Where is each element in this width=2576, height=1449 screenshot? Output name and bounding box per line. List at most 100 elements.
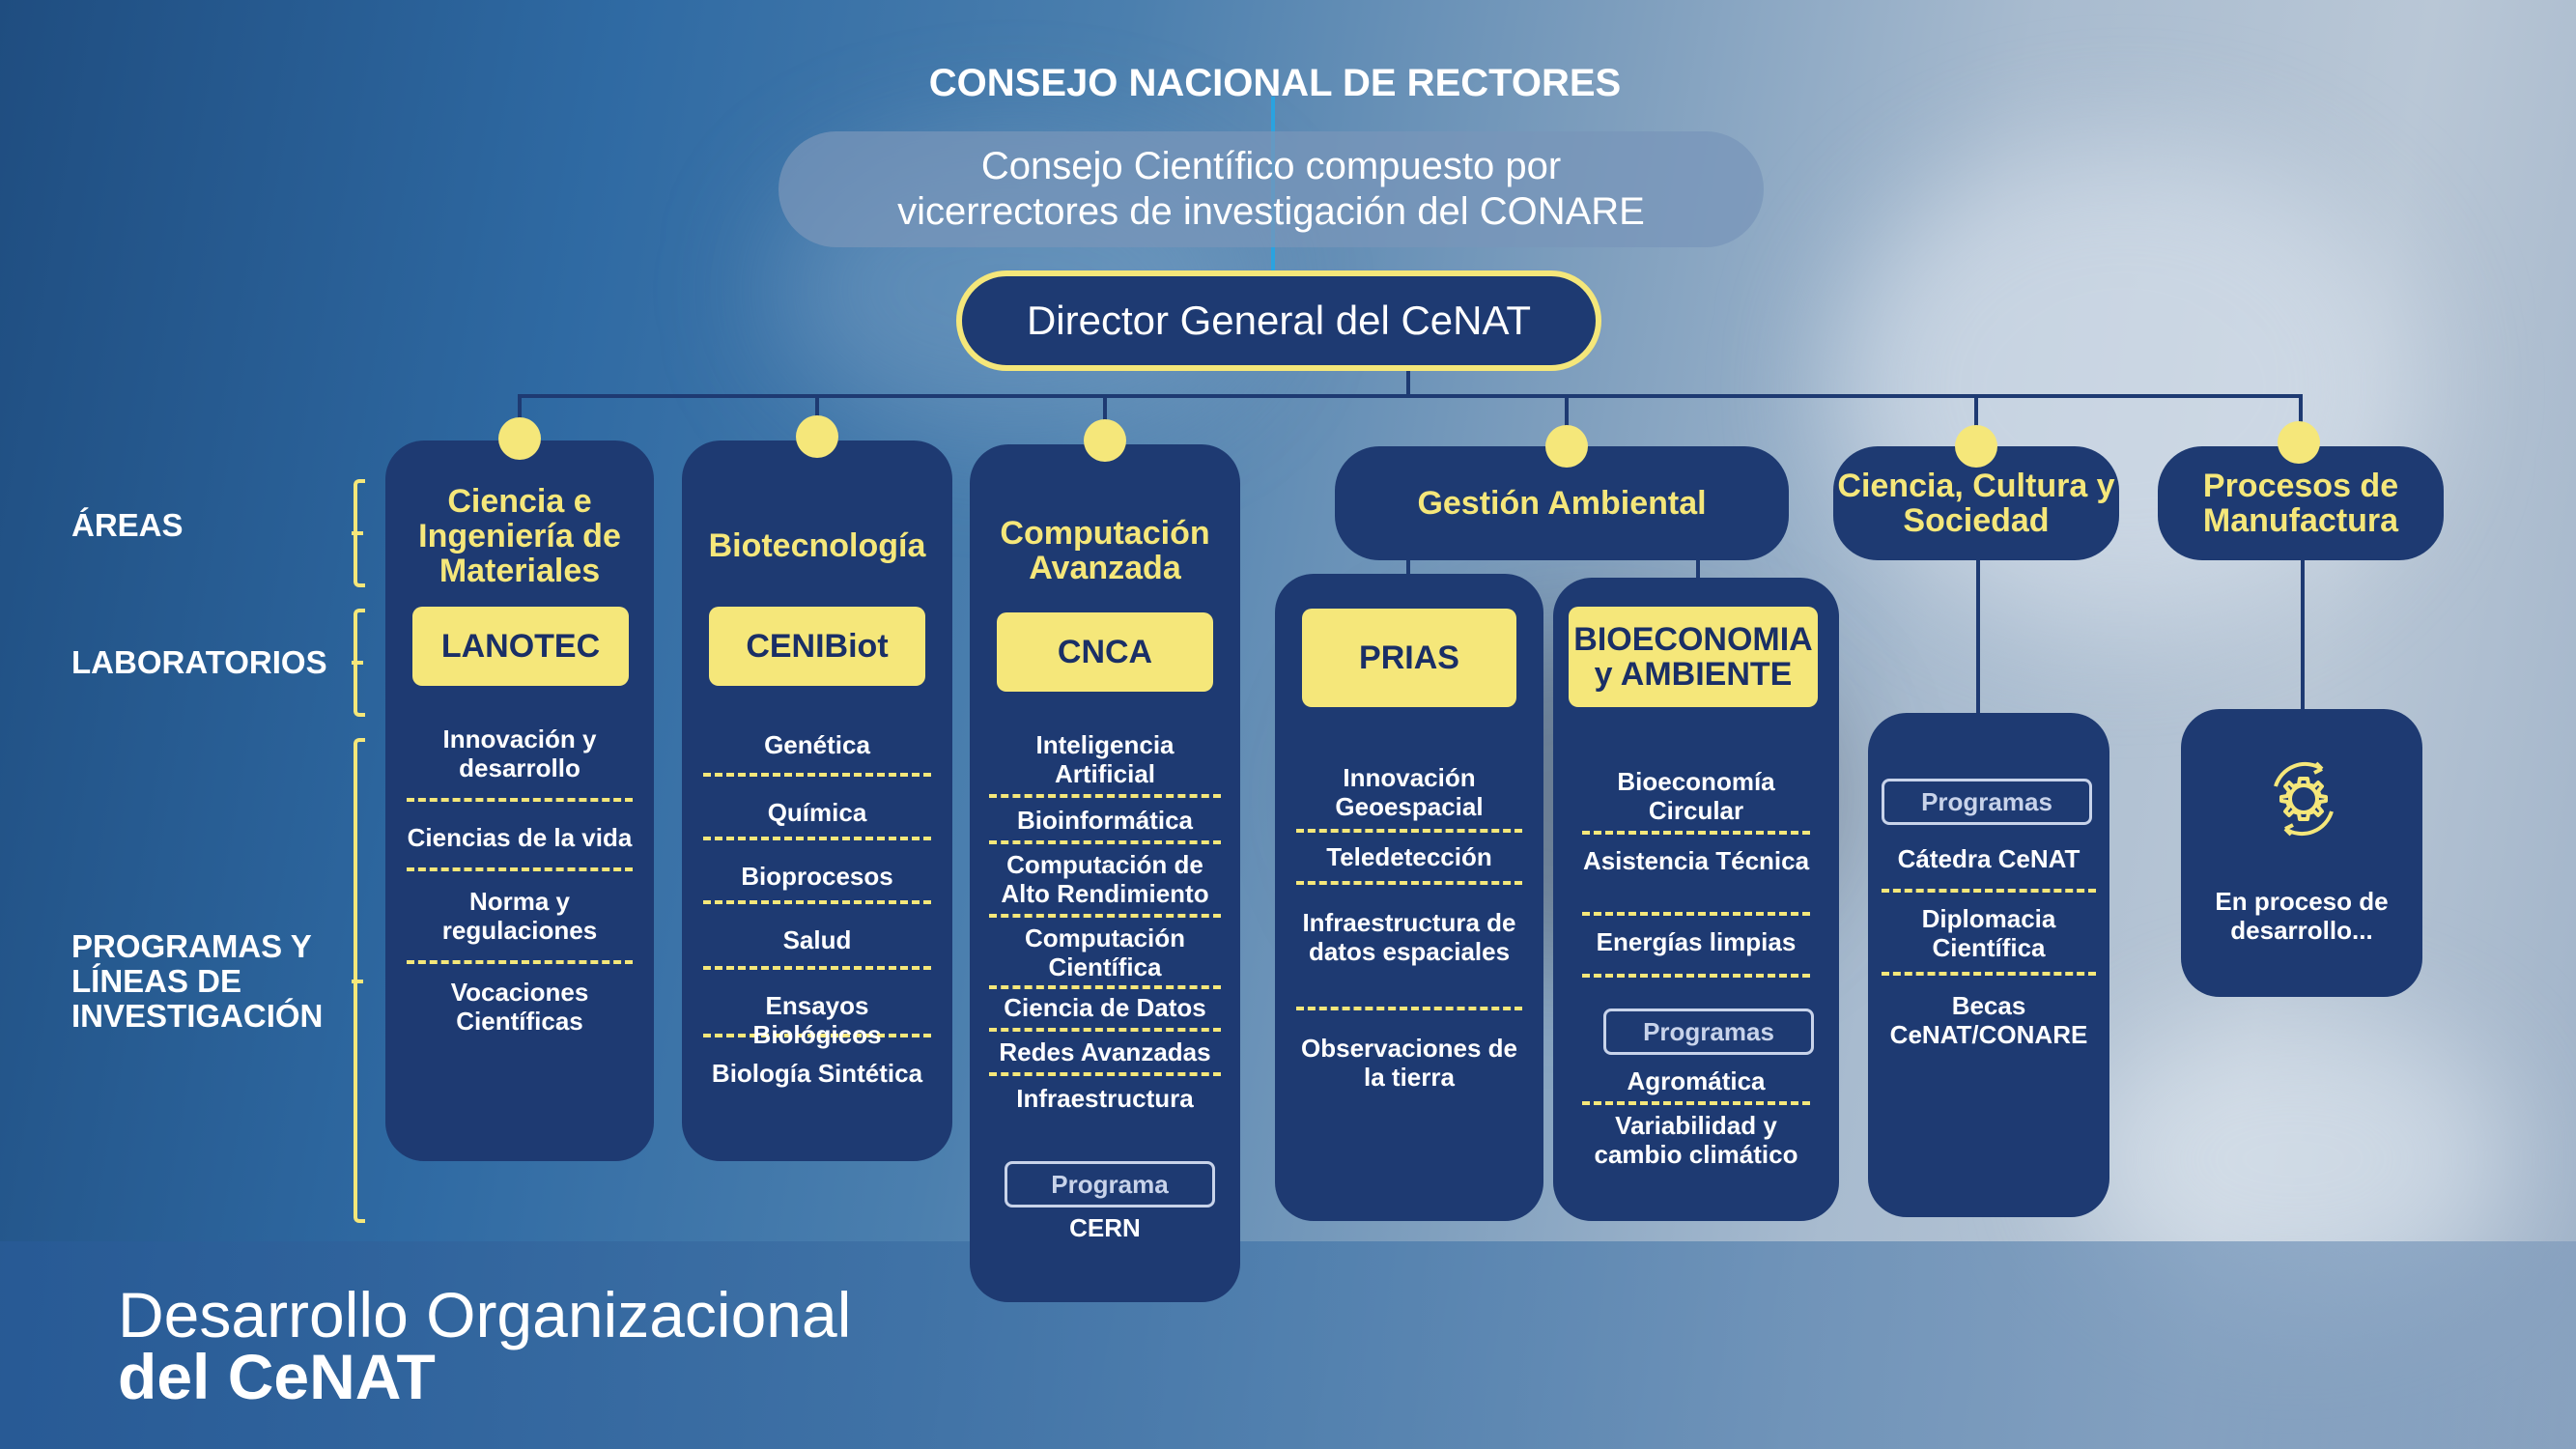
list-item: Biología Sintética <box>711 1059 923 1088</box>
list-item: Bioeconomía Circular <box>1617 767 1775 825</box>
node-dot <box>1545 425 1588 468</box>
lab-cenibiot: CENIBiot <box>709 607 925 686</box>
items-bioeconomia: Bioeconomía Circular Asistencia Técnica … <box>1582 767 1810 978</box>
lab-prias: PRIAS <box>1302 609 1516 707</box>
node-dot <box>498 417 541 460</box>
label-areas: ÁREAS <box>71 507 184 543</box>
area-title-computacion: Computación Avanzada <box>1000 515 1210 586</box>
divider <box>1582 831 1810 835</box>
list-item: Genética <box>764 730 870 759</box>
divider <box>1582 1101 1810 1105</box>
area-title-gestion: Gestión Ambiental <box>1335 446 1789 560</box>
list-item: Química <box>767 798 867 827</box>
footer-title-line2: del CeNAT <box>118 1341 436 1412</box>
items-materiales: Innovación y desarrollo Ciencias de la v… <box>407 724 633 1036</box>
list-item: Observaciones de la tierra <box>1301 1034 1517 1092</box>
director-box: Director General del CeNAT <box>956 270 1601 371</box>
divider <box>1882 972 2096 976</box>
list-item: Asistencia Técnica <box>1582 846 1810 875</box>
list-item: Bioprocesos <box>741 862 893 891</box>
list-item: Teledetección <box>1326 842 1492 871</box>
divider <box>703 900 931 904</box>
bracket-tick-programs <box>352 980 363 983</box>
column-computacion: Computación Avanzada CNCA Inteligencia A… <box>970 444 1240 1302</box>
node-dot <box>1955 425 1997 468</box>
manufactura-status: En proceso de desarrollo... <box>2215 887 2389 945</box>
divider <box>703 837 931 840</box>
list-item: Bioinformática <box>1016 806 1194 835</box>
list-item: Becas CeNAT/CONARE <box>1889 991 2088 1049</box>
divider <box>1296 829 1522 833</box>
column-ciencia-cultura: Programas Cátedra CeNAT Diplomacia Cient… <box>1868 713 2109 1217</box>
list-item: Vocaciones Científicas <box>450 978 589 1036</box>
connector-col6 <box>2299 394 2303 442</box>
list-item: Ciencia de Datos <box>1004 993 1206 1022</box>
list-item: Cátedra CeNAT <box>1897 844 2081 873</box>
connector-ccs <box>1976 558 1980 715</box>
connector-manufactura <box>2301 558 2305 711</box>
program-label-box: Programa <box>1005 1161 1215 1208</box>
area-title-manufactura: Procesos de Manufactura <box>2158 446 2444 560</box>
connector-horizontal <box>518 394 2303 398</box>
connector-gestion-prias <box>1406 555 1410 580</box>
divider <box>703 773 931 777</box>
program-label-box: Programas <box>1603 1009 1814 1055</box>
list-item: Innovación y desarrollo <box>442 724 597 782</box>
footer-title-line1: Desarrollo Organizacional <box>118 1279 852 1350</box>
list-item: Redes Avanzadas <box>999 1037 1211 1066</box>
connector-director-down <box>1406 367 1410 396</box>
council-title: CONSEJO NACIONAL DE RECTORES <box>928 61 1622 104</box>
column-biotecnologia: Biotecnología CENIBiot Genética Química … <box>682 440 952 1161</box>
list-item: Ensayos Biológicos <box>752 991 882 1049</box>
divider <box>989 914 1221 918</box>
node-dot <box>2278 421 2320 464</box>
list-item: Innovación Geoespacial <box>1335 763 1484 821</box>
column-prias: PRIAS Innovación Geoespacial Teledetecci… <box>1275 574 1543 1221</box>
divider <box>1296 1007 1522 1010</box>
items-computacion: Inteligencia Artificial Bioinformática C… <box>989 730 1221 1115</box>
divider <box>407 960 633 964</box>
node-dot <box>1084 419 1126 462</box>
divider <box>989 985 1221 989</box>
list-item: Norma y regulaciones <box>441 887 598 945</box>
area-title-materiales: Ciencia e Ingeniería de Materiales <box>418 483 621 589</box>
divider <box>703 1034 931 1037</box>
divider <box>407 798 633 802</box>
list-item: Agromática <box>1627 1066 1766 1095</box>
bracket-tick-areas <box>352 531 363 535</box>
items-biotecnologia: Genética Química Bioprocesos Salud Ensay… <box>703 730 931 1094</box>
label-programs: PROGRAMAS Y LÍNEAS DE INVESTIGACIÓN <box>71 928 324 1034</box>
lab-bioeconomia: BIOECONOMIA y AMBIENTE <box>1569 607 1818 707</box>
lab-lanotec: LANOTEC <box>412 607 629 686</box>
list-item: Energías limpias <box>1596 927 1797 956</box>
items-prias: Innovación Geoespacial Teledetección Inf… <box>1296 763 1522 1094</box>
list-item: Diplomacia Científica <box>1921 904 2056 962</box>
column-manufactura: En proceso de desarrollo... <box>2181 709 2422 997</box>
program-item-cern: CERN <box>1069 1213 1141 1242</box>
node-dot <box>796 415 838 458</box>
list-item: Ciencias de la vida <box>407 823 633 852</box>
divider <box>407 867 633 871</box>
connector-col5 <box>1974 394 1978 442</box>
divider <box>989 1072 1221 1076</box>
column-bioeconomia: BIOECONOMIA y AMBIENTE Bioeconomía Circu… <box>1553 578 1839 1221</box>
list-item: Infraestructura <box>1016 1084 1194 1113</box>
list-item: Variabilidad y cambio climático <box>1594 1111 1798 1169</box>
bracket-tick-labs <box>352 661 363 665</box>
connector-col3 <box>1103 394 1107 440</box>
lab-cnca: CNCA <box>997 612 1213 692</box>
divider <box>989 794 1221 798</box>
connector-col4 <box>1565 394 1569 442</box>
list-item: Inteligencia Artificial <box>1035 730 1175 788</box>
list-item: Computación de Alto Rendimiento <box>1001 850 1209 908</box>
gear-cycle-icon <box>2274 761 2334 837</box>
scientific-council-box: Consejo Científico compuesto por vicerre… <box>778 131 1764 247</box>
divider <box>1582 974 1810 978</box>
footer-band <box>0 1241 2576 1449</box>
divider <box>989 840 1221 844</box>
area-title-biotecnologia: Biotecnología <box>708 527 926 564</box>
list-item: Computación Científica <box>1024 923 1186 981</box>
items-ciencia-cultura: Cátedra CeNAT Diplomacia Científica Beca… <box>1882 844 2096 1051</box>
list-item: Infraestructura de datos espaciales <box>1302 908 1516 966</box>
program-label-box: Programas <box>1882 779 2092 825</box>
